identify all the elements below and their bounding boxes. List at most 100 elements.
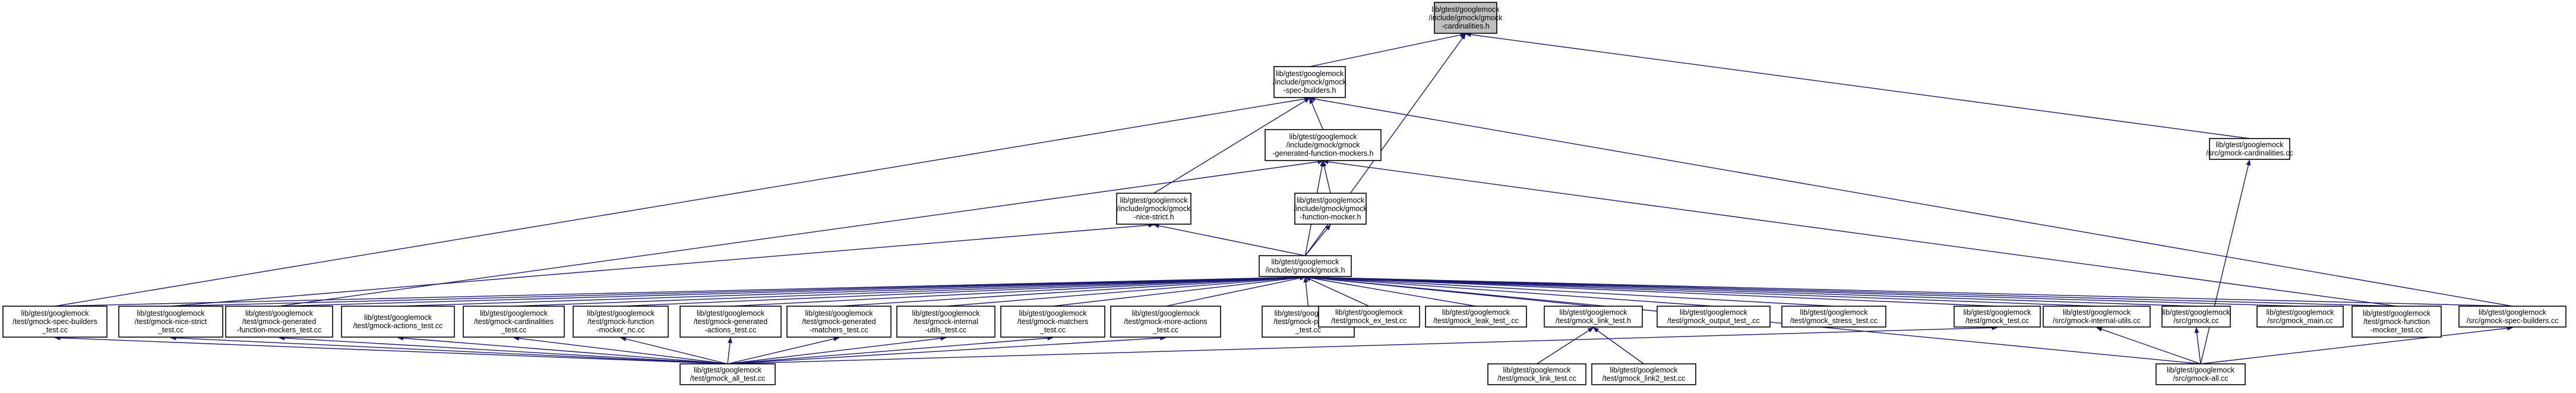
node-label-line: /test/gmock_output_test_.cc (1667, 317, 1760, 325)
node-box[interactable] (1294, 193, 1367, 225)
node-s-all[interactable]: lib/gtest/googlemock/src/gmock-all.cc (2155, 363, 2246, 385)
node-t-nice-strict[interactable]: lib/gtest/googlemock/test/gmock-nice-str… (118, 306, 223, 338)
node-label-line: /test/gmock-actions_test.cc (353, 322, 443, 330)
node-box[interactable] (225, 306, 333, 338)
node-box[interactable] (1265, 129, 1382, 161)
node-t-gen-actions[interactable]: lib/gtest/googlemock/test/gmock-generate… (679, 306, 782, 338)
node-t-function-mocker-test[interactable]: lib/gtest/googlemock/test/gmock-function… (2351, 306, 2442, 338)
node-box[interactable] (2458, 306, 2566, 328)
node-label-line: lib/gtest/googlemock (805, 309, 874, 317)
node-t-link[interactable]: lib/gtest/googlemock/test/gmock_link_tes… (1487, 363, 1586, 385)
node-label-line: lib/gtest/googlemock (2167, 366, 2235, 375)
node-t-link2[interactable]: lib/gtest/googlemock/test/gmock_link2_te… (1591, 363, 1696, 385)
edge-t-all-to-t-matchers (727, 335, 1054, 364)
node-label-line: /test/gmock-generated (802, 317, 875, 326)
node-box[interactable] (341, 306, 455, 338)
edge-t-stress-to-gmock-h (1304, 275, 1834, 307)
node-box[interactable] (573, 306, 669, 338)
node-label-line: lib/gtest/googlemock (1610, 366, 1679, 375)
node-box[interactable] (896, 306, 995, 338)
node-label-line: _test.cc (500, 326, 526, 334)
node-t-internal-utils[interactable]: lib/gtest/googlemock/test/gmock-internal… (896, 306, 995, 338)
node-cardinalities-cc[interactable]: lib/gtest/googlemock/src/gmock-cardinali… (2206, 138, 2293, 160)
edge-t-output-to-gmock-h (1304, 275, 1714, 307)
node-label-line: -function-mocker.h (1300, 213, 1361, 221)
node-box[interactable] (2155, 363, 2246, 385)
node-label-line: /test/gmock-function (587, 317, 654, 326)
node-t-stress[interactable]: lib/gtest/googlemock/test/gmock_stress_t… (1781, 306, 1886, 328)
node-box[interactable] (463, 306, 565, 338)
edge-spec-builders-h-to-cardinalities (1309, 32, 1466, 67)
node-box[interactable] (1318, 306, 1420, 328)
node-box[interactable] (1434, 2, 1497, 34)
node-label-line: lib/gtest/googlemock (2267, 309, 2335, 317)
node-label-line: _test.cc (157, 326, 184, 334)
node-t-cardinalities[interactable]: lib/gtest/googlemock/test/gmock-cardinal… (463, 306, 565, 338)
node-label-line: /src/gmock_main.cc (2267, 317, 2332, 325)
edge-t-function-mocker-test-to-gmock-h (1304, 275, 2397, 307)
node-s-gmock-main[interactable]: lib/gtest/googlemock/src/gmock_main.cc (2256, 306, 2344, 328)
edge-t-all-to-t-internal-utils (727, 336, 947, 364)
node-nice-strict-h[interactable]: lib/gtest/googlemock/include/gmock/gmock… (1116, 193, 1191, 225)
edge-t-all-to-t-function-mocker (620, 337, 728, 364)
node-label-line: /test/gmock-matchers (1017, 317, 1088, 326)
node-box[interactable] (679, 306, 782, 338)
node-box[interactable] (2351, 306, 2442, 338)
edge-t-nice-strict-to-gmock-h (170, 275, 1306, 307)
node-box[interactable] (1954, 306, 2041, 328)
node-gmock-h[interactable]: lib/gtest/googlemock/include/gmock/gmock… (1259, 255, 1352, 277)
node-label-line: lib/gtest/googlemock (364, 313, 432, 322)
edge-s-gmock-to-gmock-h (1304, 275, 2196, 307)
node-t-gen-matchers[interactable]: lib/gtest/googlemock/test/gmock-generate… (786, 306, 892, 338)
node-t-more-actions[interactable]: lib/gtest/googlemock/test/gmock-more-act… (1110, 306, 1221, 338)
node-t-gmock-test[interactable]: lib/gtest/googlemock/test/gmock_test.cc (1954, 306, 2041, 328)
node-t-spec-builders[interactable]: lib/gtest/googlemock/test/gmock-spec-bui… (2, 306, 108, 338)
node-box[interactable] (2, 306, 108, 338)
node-box[interactable] (1591, 363, 1696, 385)
node-box[interactable] (1116, 193, 1191, 225)
node-box[interactable] (1487, 363, 1586, 385)
node-box[interactable] (2209, 138, 2290, 160)
node-t-matchers[interactable]: lib/gtest/googlemock/test/gmock-matchers… (1000, 306, 1105, 338)
node-box[interactable] (1000, 306, 1105, 338)
node-box[interactable] (1259, 255, 1352, 277)
node-box[interactable] (679, 363, 776, 385)
node-t-actions[interactable]: lib/gtest/googlemock/test/gmock-actions_… (341, 306, 455, 338)
node-t-all[interactable]: lib/gtest/googlemock/test/gmock_all_test… (679, 363, 776, 385)
node-cardinalities[interactable]: lib/gtest/googlemock/include/gmock/gmock… (1429, 2, 1503, 34)
node-box[interactable] (1544, 306, 1643, 328)
node-label-line: /test/gmock_link_test.h (1556, 317, 1631, 325)
node-label-line: -generated-function-mockers.h (1272, 149, 1373, 158)
node-label-line: /test/gmock-function (2363, 317, 2430, 326)
node-label-line: -actions_test.cc (705, 326, 757, 334)
node-s-internal-utils[interactable]: lib/gtest/googlemock/src/gmock-internal-… (2043, 306, 2151, 328)
edge-t-link2-to-t-link-h (1592, 327, 1644, 364)
node-box[interactable] (786, 306, 892, 338)
node-t-link-h[interactable]: lib/gtest/googlemock/test/gmock_link_tes… (1544, 306, 1643, 328)
node-spec-builders-h[interactable]: lib/gtest/googlemock/include/gmock/gmock… (1273, 66, 1347, 98)
edge-t-gen-actions-to-gmock-h (730, 275, 1306, 307)
node-label-line: -function-mockers_test.cc (237, 326, 321, 334)
node-t-output[interactable]: lib/gtest/googlemock/test/gmock_output_t… (1657, 306, 1771, 328)
edge-t-function-mocker-to-gmock-h (620, 275, 1306, 307)
node-t-function-mocker[interactable]: lib/gtest/googlemock/test/gmock-function… (573, 306, 669, 338)
edge-s-all-to-s-internal-utils (2096, 327, 2201, 364)
node-box[interactable] (1110, 306, 1221, 338)
node-label-line: lib/gtest/googlemock (2163, 309, 2231, 317)
node-t-gen-function-mockers[interactable]: lib/gtest/googlemock/test/gmock-generate… (225, 306, 333, 338)
node-box[interactable] (2256, 306, 2344, 328)
node-box[interactable] (2043, 306, 2151, 328)
node-t-ex[interactable]: lib/gtest/googlemock/test/gmock_ex_test.… (1318, 306, 1420, 328)
node-box[interactable] (1425, 306, 1527, 328)
node-box[interactable] (118, 306, 223, 338)
node-s-gmock[interactable]: lib/gtest/googlemock/src/gmock.cc (2161, 306, 2231, 328)
node-s-spec-builders[interactable]: lib/gtest/googlemock/src/gmock-spec-buil… (2458, 306, 2566, 328)
node-label-line: /test/gmock_link_test.cc (1497, 375, 1576, 383)
node-gen-function-mockers-h[interactable]: lib/gtest/googlemock/include/gmock/gmock… (1265, 129, 1382, 161)
node-box[interactable] (1781, 306, 1886, 328)
node-box[interactable] (2161, 306, 2231, 328)
node-t-leak[interactable]: lib/gtest/googlemock/test/gmock_leak_tes… (1425, 306, 1527, 328)
node-box[interactable] (1657, 306, 1771, 328)
node-function-mocker-h[interactable]: lib/gtest/googlemock/include/gmock/gmock… (1294, 193, 1368, 225)
node-box[interactable] (1273, 66, 1346, 98)
